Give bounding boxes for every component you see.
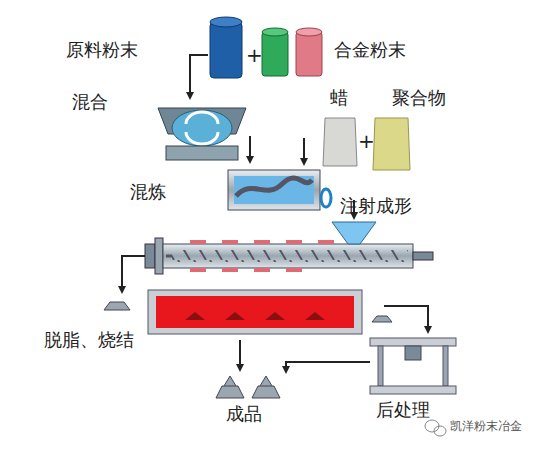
stage-label: 聚合物: [392, 88, 446, 108]
kneader: [228, 170, 331, 210]
stage-label: 混炼: [130, 182, 166, 202]
sintering-furnace: [148, 290, 362, 334]
powder-barrel: [210, 17, 242, 78]
wax-polymer-bags: [323, 118, 410, 170]
stage-label: 蜡: [330, 88, 348, 108]
finished-products: [216, 376, 280, 398]
alloy-cans: [262, 28, 322, 76]
stage-label: 原料粉末: [66, 40, 138, 60]
sintered-part: [372, 316, 392, 322]
injection-machine: [145, 222, 433, 274]
stage-label: 注射成形: [340, 196, 412, 216]
post-process-press: [370, 338, 456, 394]
mixer: [158, 108, 246, 160]
watermark: 凯洋粉末冶金: [450, 420, 522, 433]
green-part: [104, 302, 130, 310]
plus-sign: +: [246, 44, 263, 66]
stage-label: 混合: [72, 92, 108, 112]
stage-label: 后处理: [376, 400, 430, 420]
watermark-icon: [425, 420, 446, 436]
plus-sign: +: [358, 130, 375, 152]
stage-label: 合金粉末: [334, 40, 406, 60]
stage-label: 成品: [226, 404, 262, 424]
stage-label: 脱脂、烧结: [44, 330, 134, 350]
flow-arrows: [122, 55, 428, 372]
